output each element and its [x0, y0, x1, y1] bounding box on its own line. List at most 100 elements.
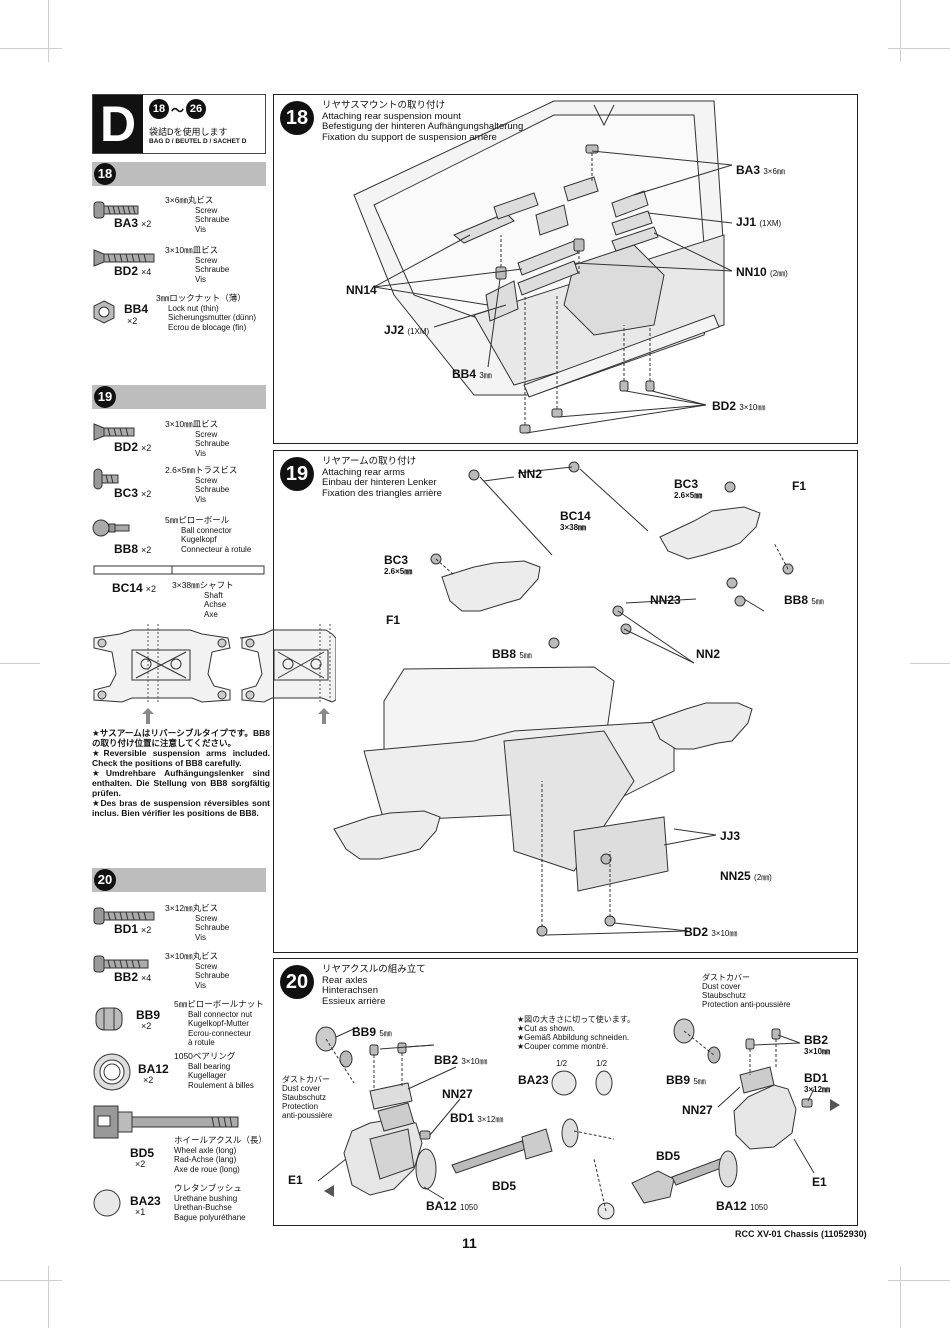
panel-20-de: Hinterachsen [322, 985, 378, 996]
part-fr: Vis [195, 224, 206, 234]
part-jp: 2.6×5㎜トラスビス [165, 465, 238, 475]
screw-truss-icon [93, 468, 119, 490]
step-18-number: 18 [94, 163, 116, 185]
document-code: RCC XV-01 Chassis (11052930) [735, 1229, 867, 1239]
part-jp: 1050ベアリング [174, 1051, 236, 1061]
bag-jp-text: 袋詰Dを使用します [149, 127, 228, 137]
part-de: Schraube [195, 971, 230, 980]
part-en: Screw [195, 205, 218, 215]
part-fr: Vis [195, 274, 206, 284]
part-code: BD5 [130, 1146, 155, 1160]
part-qty: ×2 [141, 925, 152, 935]
panel-18-en: Attaching rear suspension mount [322, 110, 461, 122]
part-de: Achse [204, 600, 227, 609]
crop-mark [900, 1266, 901, 1328]
part-de: Schraube [195, 439, 230, 448]
part-fr: Ecrou-connecteur [188, 1028, 252, 1038]
part-en: Screw [195, 429, 218, 439]
label-bd5-right: BD5 [656, 1149, 681, 1163]
part-qty: ×2 [141, 489, 152, 499]
panel-20-number: 20 [280, 965, 314, 999]
dust-cover-right-note: ダストカバー Dust cover Staubschutz Protection… [702, 973, 791, 1009]
part-qty: ×2 [141, 1021, 152, 1031]
label-jj3: JJ3 [720, 829, 741, 843]
part-de: Sicherungsmutter (dünn) [168, 313, 257, 322]
part-jp: 3×38㎜シャフト [172, 580, 234, 590]
step-to-badge: 26 [186, 99, 207, 119]
label-jj2: JJ2 (1XM) [384, 323, 430, 337]
reversible-arm-diagram-2 [241, 624, 336, 724]
part-en: Ball bearing [188, 1061, 231, 1071]
part-en: Screw [195, 255, 218, 265]
panel-19-jp: リヤアームの取り付け [322, 456, 417, 467]
part-en: Urethane bushing [174, 1193, 238, 1203]
label-ba12-left: BA12 1050 [426, 1199, 478, 1213]
part-code: BB4 [124, 302, 149, 316]
part-fr: Vis [195, 494, 206, 504]
part-jp: 3×6㎜丸ビス [165, 195, 214, 205]
part-jp: ウレタンブッシュ [174, 1183, 242, 1193]
panel-19-en: Attaching rear arms [322, 466, 405, 478]
part-en: Wheel axle (long) [174, 1145, 237, 1155]
rear-suspension-mount-diagram [353, 100, 733, 434]
label-e1-right: E1 [812, 1175, 827, 1189]
note-en: ★Reversible suspension arms included. Ch… [92, 748, 270, 768]
panel-step-20: 20 リヤアクスルの組み立て Rear axles Hinterachsen E… [273, 958, 858, 1226]
screw-pan-icon [93, 955, 149, 973]
part-qty: ×4 [141, 267, 152, 277]
part-qty: ×2 [143, 1075, 154, 1085]
label-bb8-left: BB8 5㎜ [492, 647, 532, 661]
part-bd5: BD5 ×2 ホイールアクスル（長） Wheel axle (long) Rad… [92, 1104, 270, 1174]
panel-18-fr: Fixation du support de suspension arrièr… [322, 131, 497, 143]
part-code: BC3 [114, 486, 139, 500]
part-jp: 3×10㎜皿ビス [165, 419, 219, 429]
label-f1-right: F1 [792, 479, 807, 493]
part-de: Kugellager [188, 1071, 227, 1080]
label-ba23: BA23 [518, 1073, 549, 1087]
screw-countersunk-icon [93, 249, 155, 267]
part-fr: Bague polyuréthane [174, 1212, 246, 1222]
note-fr: ★Des bras de suspension réversibles sont… [92, 798, 270, 818]
label-bd5-left: BD5 [492, 1179, 517, 1193]
part-bb9: BB9 ×2 5㎜ピローボールナット Ball connector nut Ku… [92, 999, 270, 1048]
bag-en-text: BAG D / BEUTEL D / SACHET D [149, 138, 247, 145]
part-bb2: BB2×4 3×10㎜丸ビス Screw Schraube Vis [92, 951, 270, 996]
part-en: Screw [195, 961, 218, 971]
part-jp: 3×10㎜皿ビス [165, 245, 219, 255]
label-nn2-bottom: NN2 [696, 647, 721, 661]
ball-bearing-icon [93, 1053, 131, 1091]
bag-letter: D [93, 95, 143, 153]
part-qty: ×2 [141, 443, 152, 453]
part-de: Schraube [195, 215, 230, 224]
part-en: Shaft [204, 590, 223, 600]
bag-header: D 18 〜 26 袋詰Dを使用します BAG D / BEUTEL D / S… [92, 94, 266, 154]
rear-arms-diagram [333, 461, 794, 937]
panel-18-title: 18 リヤサスマウントの取り付け Attaching rear suspensi… [280, 100, 523, 143]
part-code: BA12 [138, 1062, 169, 1076]
cut-note: ★図の大きさに切って使います。 ★Cut as shown. ★Gemäß Ab… [517, 1015, 635, 1051]
label-bb8-right: BB8 5㎜ [784, 593, 824, 607]
part-en: Ball connector nut [188, 1009, 253, 1019]
part-de: Schraube [195, 923, 230, 932]
rear-axle-diagram [315, 1018, 840, 1220]
note-de: ★Umdrehbare Aufhängungslenker sind entha… [92, 768, 270, 798]
step-18-bar: 18 [92, 162, 266, 186]
bag-step-range: 18 〜 26 [149, 99, 207, 119]
label-ba3: BA3 3×6㎜ [736, 163, 785, 177]
step-20-bar: 20 [92, 868, 266, 892]
label-bd1-left: BD1 3×12㎜ [450, 1111, 504, 1125]
part-fr: Connecteur à rotule [181, 544, 252, 554]
part-jp: 5㎜ピローボール [165, 515, 230, 525]
part-en: Lock nut (thin) [168, 303, 219, 313]
panel-19-title: 19 リヤアームの取り付け Attaching rear arms Einbau… [280, 456, 442, 499]
part-jp: 3×12㎜丸ビス [165, 903, 219, 913]
page-number: 11 [462, 1235, 477, 1251]
part-en: Screw [195, 475, 218, 485]
step-from-badge: 18 [149, 99, 169, 119]
part-qty: ×1 [135, 1207, 146, 1217]
